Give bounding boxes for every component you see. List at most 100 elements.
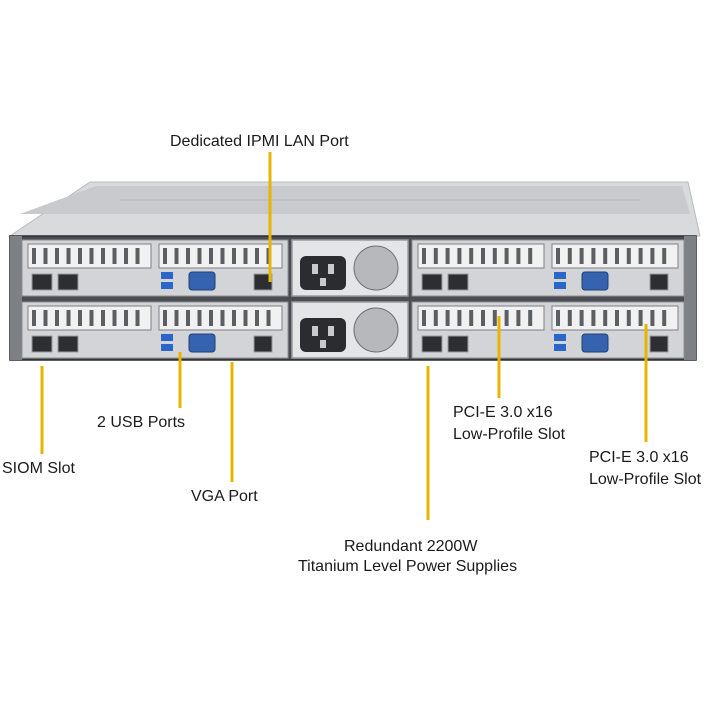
vent-slot (445, 248, 450, 264)
vent-slot (433, 310, 438, 326)
vent-slot (615, 310, 619, 326)
vent-slot (266, 310, 271, 326)
usb-port-icon (161, 272, 173, 279)
vent-slot (55, 248, 59, 264)
ipmi-lan-port-label: Dedicated IPMI LAN Port (170, 133, 349, 150)
vent-slot (469, 248, 474, 264)
vent-slot (528, 310, 533, 326)
vent-slot (662, 248, 667, 264)
vent-slot (243, 248, 248, 264)
vent-slot (255, 310, 259, 326)
vga-port-icon (188, 271, 216, 291)
power-supply-icon (300, 318, 346, 352)
vent-slot (603, 248, 608, 264)
vent-slot (112, 248, 117, 264)
vga-port-icon (581, 271, 609, 291)
vent-slot (112, 310, 117, 326)
lan-port-icon (253, 273, 273, 291)
vent-slot (516, 310, 521, 326)
siom-slot-label: SIOM Slot (2, 460, 75, 477)
chassis-side-right (684, 236, 696, 360)
vent-slot (135, 310, 140, 326)
vent-slot (422, 248, 426, 264)
vent-slot (209, 248, 213, 264)
vga-port-icon (188, 333, 216, 353)
vent-slot (492, 248, 497, 264)
vent-slot (101, 310, 105, 326)
pcie-right-line2: Low-Profile Slot (589, 471, 702, 488)
vent-slot (638, 310, 643, 326)
usb-port-icon (161, 344, 173, 351)
vent-slot (174, 310, 179, 326)
pcie-center-line2: Low-Profile Slot (453, 426, 566, 443)
vent-slot (163, 248, 167, 264)
vent-slot (626, 248, 631, 264)
vent-slot (43, 310, 48, 326)
vent-slot (579, 310, 584, 326)
vent-slot (591, 248, 596, 264)
vent-slot (481, 248, 485, 264)
lan-port-icon (31, 335, 53, 353)
vent-slot (567, 248, 572, 264)
lan-port-icon (421, 335, 443, 353)
usb-port-icon (554, 334, 566, 341)
vent-slot (124, 310, 128, 326)
lan-port-icon (31, 273, 53, 291)
lan-port-icon (447, 273, 469, 291)
usb-port-icon (161, 282, 173, 289)
vent-slot (567, 310, 572, 326)
vent-slot (457, 310, 462, 326)
usb-port-icon (554, 272, 566, 279)
vent-slot (504, 248, 509, 264)
vent-slot (504, 310, 509, 326)
lan-port-icon (421, 273, 443, 291)
vent-slot (457, 248, 462, 264)
psu-fan (353, 245, 399, 291)
node-tray (411, 301, 685, 359)
lan-port-icon (57, 335, 79, 353)
vent-slot (186, 310, 190, 326)
power-supply-icon (300, 256, 346, 290)
pcie-center-line1: PCI-E 3.0 x16 (453, 404, 553, 421)
vent-slot (243, 310, 248, 326)
vent-slot (232, 248, 236, 264)
lan-port-icon (57, 273, 79, 291)
lan-port-icon (447, 335, 469, 353)
vent-slot (135, 248, 140, 264)
vent-slot (124, 248, 128, 264)
vent-slot (591, 310, 596, 326)
vga-port-label: VGA Port (191, 488, 258, 505)
usb-port-icon (554, 344, 566, 351)
vent-slot (650, 248, 655, 264)
usb-ports-label: 2 USB Ports (97, 414, 186, 431)
vent-slot (422, 310, 426, 326)
vent-slot (32, 248, 36, 264)
vent-slot (516, 248, 521, 264)
vent-slot (528, 248, 533, 264)
vent-slot (163, 310, 167, 326)
psu-label-line2: Titanium Level Power Supplies (298, 558, 518, 575)
vent-slot (43, 248, 48, 264)
vent-slot (603, 310, 608, 326)
vga-port-icon (581, 333, 609, 353)
psu-fan (353, 307, 399, 353)
vent-slot (255, 248, 259, 264)
vent-slot (615, 248, 619, 264)
vent-slot (662, 310, 667, 326)
vent-slot (481, 310, 485, 326)
vent-slot (186, 248, 190, 264)
vent-slot (579, 248, 584, 264)
vent-slot (556, 248, 560, 264)
psu-top (291, 239, 409, 297)
vent-slot (209, 310, 213, 326)
usb-port-icon (161, 334, 173, 341)
vent-slot (638, 248, 643, 264)
node-tray (21, 301, 289, 359)
node-tray (411, 239, 685, 297)
vent-slot (174, 248, 179, 264)
node-tray (21, 239, 289, 297)
vent-slot (78, 310, 82, 326)
vent-slot (220, 310, 225, 326)
vent-slot (66, 310, 71, 326)
